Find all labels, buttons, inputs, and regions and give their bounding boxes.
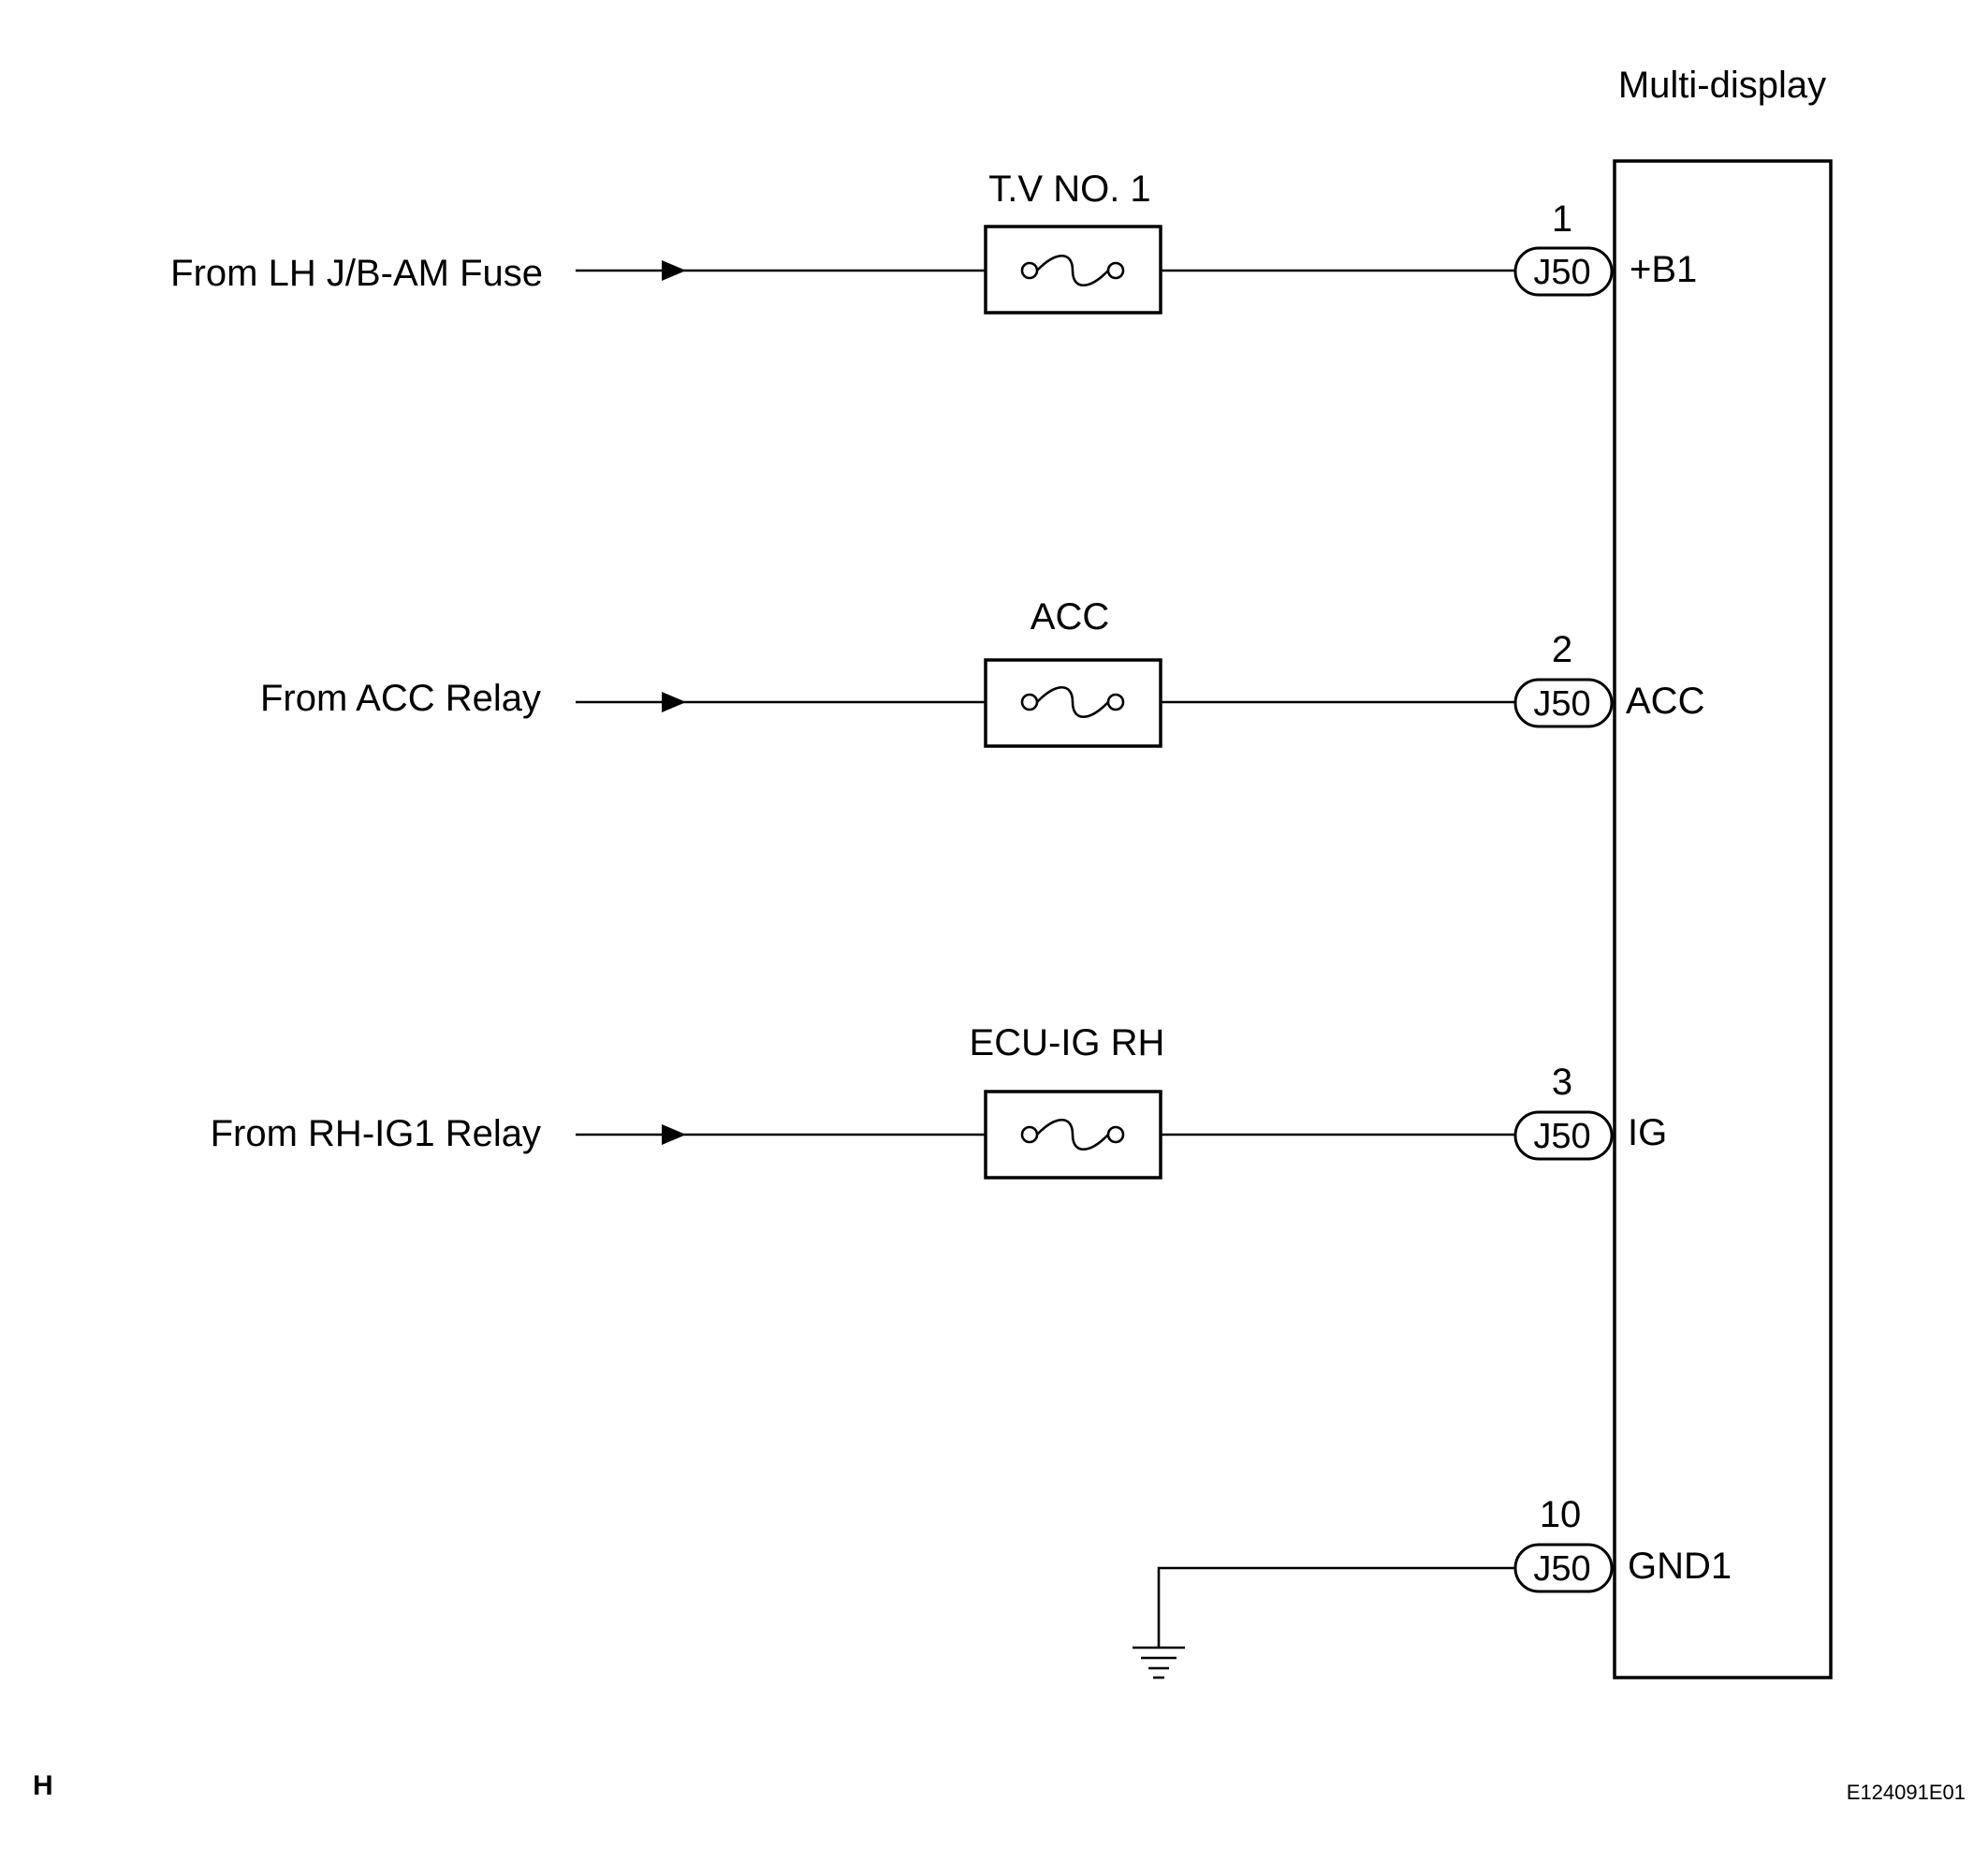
pin-number-1: 1	[1552, 198, 1572, 240]
figure-id: E124091E01	[1847, 1781, 1966, 1804]
connector-badge-1	[1513, 246, 1614, 297]
ground-wire	[1157, 1566, 1515, 1648]
terminal-label-ground: GND1	[1628, 1546, 1732, 1587]
pin-number-2: 2	[1552, 629, 1572, 670]
circuit-3: From RH-IG1 Relay ECU-IG RH 3 J50 IG	[211, 1022, 1667, 1180]
terminal-label-3: IG	[1628, 1112, 1667, 1153]
fuse-icon	[1020, 1119, 1125, 1151]
circuit-1: From LH J/B-AM Fuse T.V NO. 1 1 J50 +B1	[170, 169, 1697, 315]
terminal-label-1: +B1	[1630, 249, 1697, 290]
connector-badge-2	[1513, 678, 1614, 728]
connector-label-ground: J50	[1533, 1549, 1590, 1589]
source-label-3: From RH-IG1 Relay	[211, 1113, 541, 1154]
fuse-label-1: T.V NO. 1	[988, 169, 1150, 210]
multi-display-box	[1613, 159, 1833, 1679]
connector-label-3: J50	[1533, 1117, 1590, 1156]
pin-number-3: 3	[1552, 1062, 1572, 1103]
fuse-icon	[1020, 255, 1125, 286]
source-label-2: From ACC Relay	[260, 678, 541, 719]
corner-mark: H	[33, 1770, 53, 1801]
fuse-label-3: ECU-IG RH	[970, 1022, 1165, 1063]
fuse-label-2: ACC	[1031, 596, 1109, 638]
fuse-icon	[1020, 686, 1125, 718]
arrow-icon	[662, 692, 686, 712]
component-title: Multi-display	[1618, 65, 1826, 106]
arrow-icon	[662, 260, 686, 281]
terminal-label-2: ACC	[1626, 681, 1704, 722]
pin-number-ground: 10	[1540, 1494, 1582, 1535]
circuit-2: From ACC Relay ACC 2 J50 ACC	[260, 596, 1704, 748]
connector-label-2: J50	[1533, 684, 1590, 724]
ground-icon	[1133, 1646, 1185, 1679]
connector-badge-3	[1513, 1110, 1614, 1161]
source-label-1: From LH J/B-AM Fuse	[170, 253, 543, 294]
connector-badge-ground	[1513, 1543, 1614, 1593]
ground-circuit: 10 J50 GND1	[1133, 1494, 1732, 1679]
connector-label-1: J50	[1533, 253, 1590, 292]
arrow-icon	[662, 1124, 686, 1145]
